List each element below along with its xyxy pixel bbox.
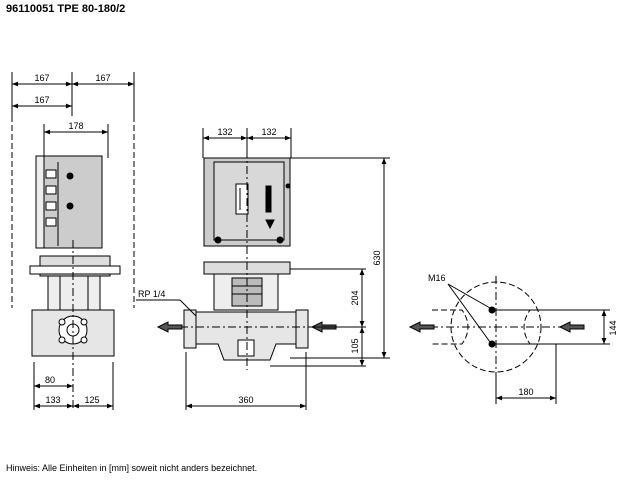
front-view-labels: 132 132 360 RP 1/4 630 204 105 [138,127,382,405]
dim-front-left: 132 [217,127,232,137]
dim-side-bottom-133: 133 [45,395,60,405]
label-port: RP 1/4 [138,289,165,299]
dim-front-flange-height: 204 [350,290,360,305]
page-title: 96110051 TPE 80-180/2 [6,3,126,15]
front-view [136,128,390,410]
dim-front-base-height: 105 [350,338,360,353]
dim-side-bottom-80: 80 [45,375,55,385]
dim-side-bottom-125: 125 [84,395,99,405]
units-footnote: Hinweis: Alle Einheiten in [mm] soweit n… [6,463,258,473]
dim-side-top-right: 167 [95,73,110,83]
side-view [11,72,135,410]
dim-side-top-left: 167 [34,73,49,83]
dim-foot-width: 180 [518,387,533,397]
base-view [408,276,610,404]
base-view-labels: M16 180 144 [428,273,618,397]
dim-front-length: 360 [238,395,253,405]
side-view-labels: 167 167 167 178 80 133 125 [34,73,110,405]
label-bolt: M16 [428,273,446,283]
dim-front-total-height: 630 [372,250,382,265]
dim-foot-height: 144 [608,320,618,335]
dim-side-second: 167 [34,95,49,105]
dim-side-motor: 178 [68,121,83,131]
dim-front-right: 132 [261,127,276,137]
